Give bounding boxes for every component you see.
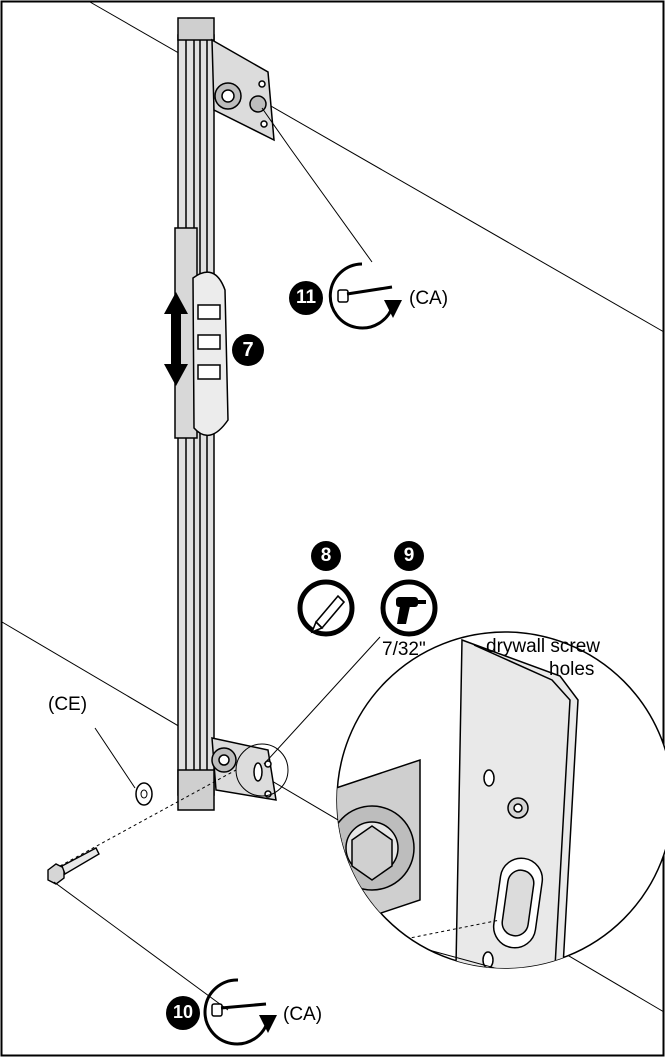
step-10-number: 10: [172, 1002, 194, 1022]
step-9-number: 9: [403, 545, 415, 566]
step-11-number: 11: [295, 287, 317, 308]
step-7-bubble: [232, 334, 264, 366]
top-bracket: [211, 38, 275, 142]
label-drywall-line1: drywall screw: [486, 636, 601, 657]
step-8-number: 8: [320, 545, 332, 566]
lag-bolt: [47, 847, 100, 885]
bottom-bracket: [211, 737, 277, 801]
step-10-bubble: [166, 996, 200, 1030]
bubble-level: [174, 227, 229, 439]
label-drywall-line2: holes: [549, 659, 595, 680]
clockwise-arrow-icon: [203, 978, 277, 1046]
ratchet-icon: [211, 1002, 267, 1017]
leader-step10: [53, 881, 229, 1011]
leader-ce: [94, 727, 136, 789]
leader-step11: [261, 107, 373, 263]
pencil-icon: [310, 594, 346, 634]
drill-icon: [396, 597, 426, 624]
step-11-bubble: [289, 281, 323, 315]
pencil-icon-ring: [297, 579, 355, 637]
label-ca-top: (CA): [409, 288, 449, 309]
label-drill-size: 7/32": [382, 639, 426, 660]
washer: [135, 782, 153, 806]
zoom-detail: [336, 631, 665, 969]
step-9-bubble: [394, 541, 424, 571]
label-ce: (CE): [48, 694, 88, 715]
up-down-arrow-icon: [164, 292, 188, 386]
step-7-number: 7: [242, 339, 254, 361]
clockwise-arrow-icon: [328, 262, 402, 330]
step-8-bubble: [311, 541, 341, 571]
ratchet-icon: [337, 285, 393, 303]
leader-step8-9: [263, 636, 381, 765]
label-ca-bottom: (CA): [283, 1004, 323, 1025]
